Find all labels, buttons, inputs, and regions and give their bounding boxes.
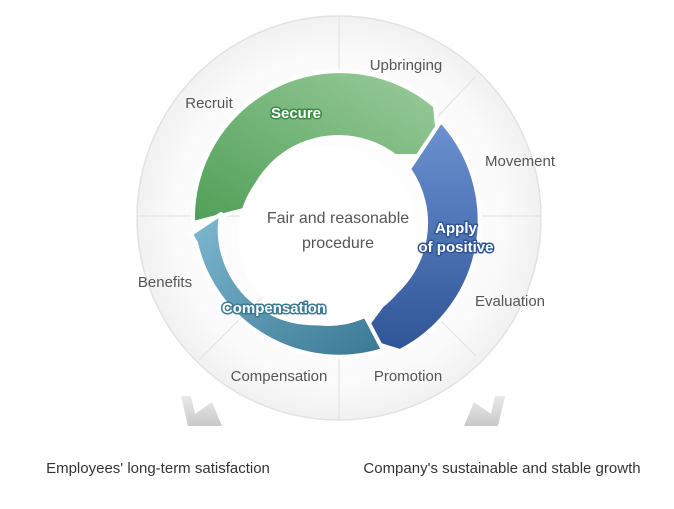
arrow-apply-positive — [356, 119, 482, 353]
arc-label-secure: Secure — [271, 105, 321, 122]
down-arrow-right-icon — [464, 396, 505, 426]
center-circle — [238, 146, 418, 326]
center-text-line1: Fair and reasonable — [267, 210, 409, 227]
segment-label-recruit: Recruit — [185, 95, 233, 112]
segment-label-evaluation: Evaluation — [475, 293, 545, 310]
down-arrow-left-icon — [181, 396, 222, 426]
outcome-company: Company's sustainable and stable growth — [363, 460, 640, 477]
outcome-employees: Employees' long-term satisfaction — [46, 460, 270, 477]
segment-label-promotion: Promotion — [374, 368, 442, 385]
center-text-line2: procedure — [302, 235, 374, 252]
segment-label-benefits: Benefits — [138, 274, 192, 291]
segment-label-movement: Movement — [485, 153, 556, 170]
segment-label-upbringing: Upbringing — [370, 57, 443, 74]
segment-label-compensation: Compensation — [231, 368, 328, 385]
arc-label-apply-line1: Apply — [435, 220, 477, 237]
arc-label-apply-line2: of positive — [418, 239, 493, 256]
arc-label-compensation: Compensation — [222, 300, 326, 317]
